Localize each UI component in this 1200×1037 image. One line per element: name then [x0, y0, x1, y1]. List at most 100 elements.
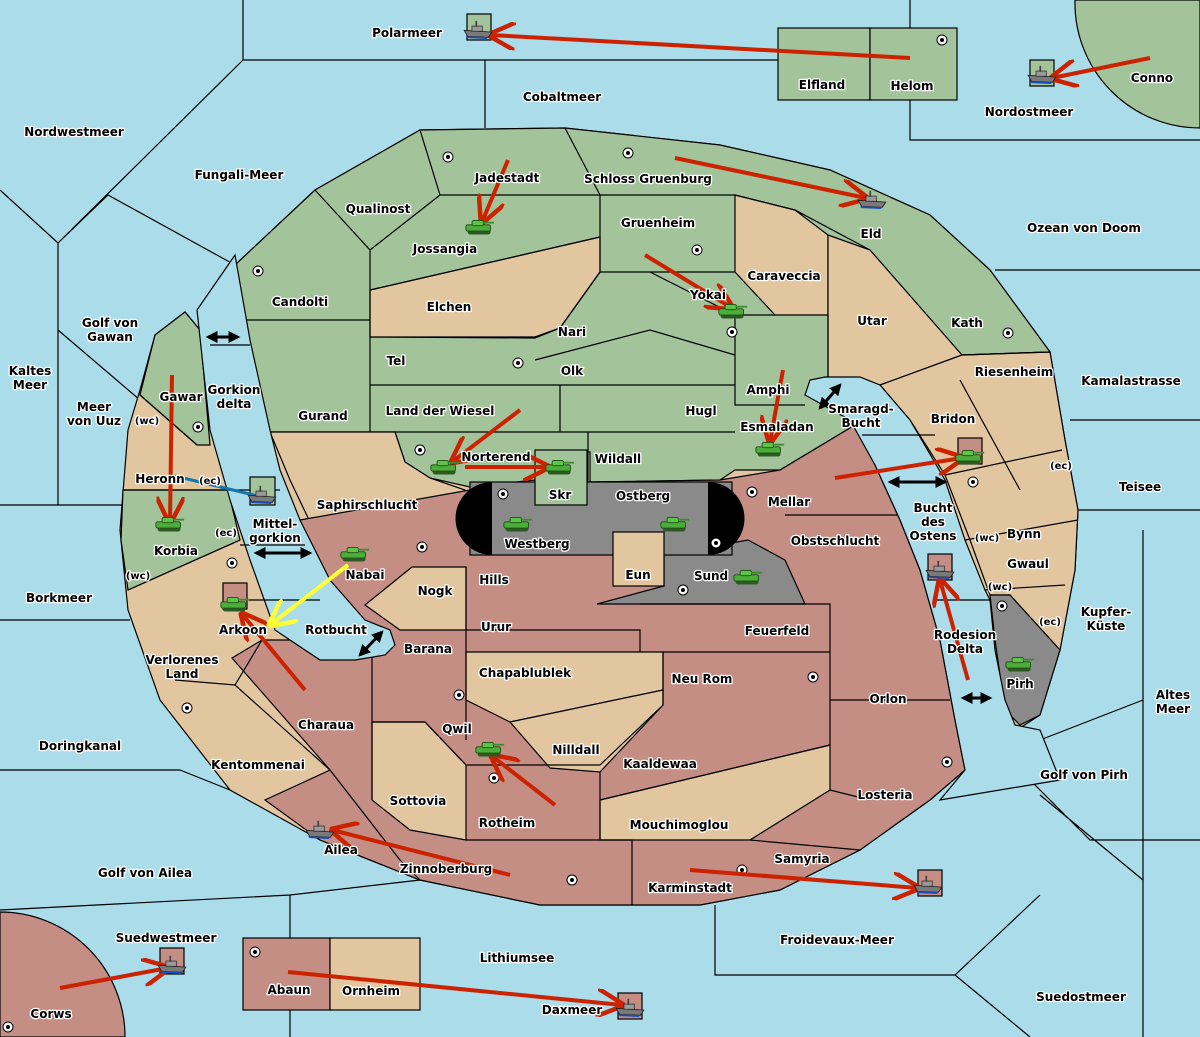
- order-arrow-move: [834, 458, 962, 480]
- arena-end-west: [455, 482, 492, 555]
- region-helom[interactable]: [869, 27, 958, 101]
- order-arrow-move: [242, 614, 307, 692]
- region-label-polarmeer: Polarmeer: [372, 26, 442, 40]
- region-label-ornheim: Ornheim: [342, 984, 400, 998]
- region-elfland[interactable]: [777, 27, 871, 101]
- region-ornheim[interactable]: [329, 937, 421, 1011]
- region-label-corws: Corws: [30, 1007, 71, 1021]
- region-label-saphir: Saphirschlucht: [317, 498, 418, 512]
- region-label-chapablublek: Chapablublek: [479, 666, 572, 680]
- region-label-line: Kaltes: [9, 364, 52, 378]
- region-label-line: Delta: [947, 642, 983, 656]
- region-label-losteria: Losteria: [857, 788, 912, 802]
- supply-center-icon: [677, 584, 689, 596]
- region-label-orlon: Orlon: [869, 692, 906, 706]
- region-label-kaaldewaa: Kaaldewaa: [623, 757, 697, 771]
- supply-center-icon: [181, 702, 193, 714]
- region-label-sund: Sund: [694, 569, 728, 583]
- region-gorkion-channel[interactable]: [196, 253, 396, 661]
- region-label-heronn: Heronn: [135, 472, 184, 486]
- region-label-gurand: Gurand: [298, 409, 348, 423]
- order-arrow-move: [674, 156, 866, 198]
- region-label-nordostmeer: Nordostmeer: [985, 105, 1074, 119]
- supply-center-icon: [807, 671, 819, 683]
- region-label-line: Gorkion: [208, 383, 261, 397]
- region-label-mittelgorkion: Mittel-gorkion: [249, 517, 301, 545]
- region-label-sottovia: Sottovia: [390, 794, 447, 808]
- double-arrow-icon: [358, 630, 384, 657]
- region-label-neurom: Neu Rom: [672, 672, 733, 686]
- region-label-suedwestmeer: Suedwestmeer: [116, 931, 217, 945]
- land-borders: [123, 127, 1079, 905]
- region-label-land_wiesel: Land der Wiesel: [386, 404, 495, 418]
- coast-label: (wc): [135, 416, 159, 427]
- region-label-riesenheim: Riesenheim: [975, 365, 1054, 379]
- region-label-doringkanal: Doringkanal: [39, 739, 121, 753]
- region-label-line: Meer: [13, 378, 47, 392]
- supply-center-icon: [249, 946, 261, 958]
- region-label-tel: Tel: [387, 354, 406, 368]
- region-label-line: gorkion: [249, 531, 301, 545]
- order-arrow-move: [490, 35, 911, 60]
- region-label-rotbucht: Rotbucht: [305, 623, 367, 637]
- region-label-abaun: Abaun: [267, 983, 310, 997]
- region-label-line: Meer: [77, 400, 111, 414]
- order-arrow-move: [492, 756, 557, 807]
- region-corws[interactable]: [0, 911, 126, 1037]
- region-label-hugl: Hugl: [685, 404, 716, 418]
- order-arrow-convoy: [174, 474, 263, 499]
- supply-center-icon: [936, 34, 948, 46]
- region-label-line: Smaragd-: [828, 402, 893, 416]
- region-label-esmaladan: Esmaladan: [740, 420, 813, 434]
- arena-end-east: [708, 482, 745, 555]
- region-label-suedostmeer: Suedostmeer: [1036, 990, 1126, 1004]
- region-label-norterend: Norterend: [461, 450, 530, 464]
- coast-label: (wc): [126, 571, 150, 582]
- region-label-line: Ostens: [910, 529, 957, 543]
- region-label-mellar: Mellar: [768, 495, 810, 509]
- supply-center-icon: [442, 151, 454, 163]
- region-label-line: Bucht: [913, 501, 952, 515]
- region-label-daxmeer: Daxmeer: [542, 1003, 603, 1017]
- region-label-elchen: Elchen: [427, 300, 472, 314]
- region-conno[interactable]: [1074, 0, 1200, 129]
- region-label-nilldall: Nilldall: [552, 743, 599, 757]
- region-label-line: Rodesion: [934, 628, 996, 642]
- region-label-zinnoberburg: Zinnoberburg: [400, 862, 492, 876]
- region-label-line: delta: [217, 397, 252, 411]
- coast-label: (ec): [1050, 461, 1072, 472]
- region-label-teisee: Teisee: [1119, 480, 1161, 494]
- coast-label: (wc): [988, 582, 1012, 593]
- region-label-borkmeer: Borkmeer: [26, 591, 92, 605]
- region-label-golf_pirh: Golf von Pirh: [1040, 768, 1128, 782]
- region-label-ozean: Ozean von Doom: [1027, 221, 1141, 235]
- region-label-korbia: Korbia: [154, 544, 198, 558]
- region-label-cobaltmeer: Cobaltmeer: [523, 90, 601, 104]
- region-label-gruenheim: Gruenheim: [621, 216, 695, 230]
- supply-center-icon: [416, 541, 428, 553]
- region-label-line: Küste: [1087, 619, 1126, 633]
- region-label-kupfer: Kupfer-Küste: [1081, 605, 1131, 633]
- coast-label: (ec): [199, 476, 221, 487]
- region-nilldall[interactable]: [508, 689, 664, 773]
- order-arrow-move: [452, 408, 522, 462]
- order-arrow-move: [287, 970, 622, 1005]
- region-label-schloss: Schloss Gruenburg: [584, 172, 712, 186]
- region-label-amphi: Amphi: [746, 383, 789, 397]
- coast-label: (ec): [1039, 617, 1061, 628]
- coast-label: (wc): [975, 533, 999, 544]
- orders-layer: [59, 35, 1151, 1005]
- order-arrow-move: [482, 159, 510, 222]
- region-eun[interactable]: [612, 531, 665, 587]
- region-label-froidevaux: Froidevaux-Meer: [780, 933, 894, 947]
- region-label-smaragd: Smaragd-Bucht: [828, 402, 893, 430]
- region-label-candolti: Candolti: [272, 295, 328, 309]
- order-arrow-move: [940, 580, 970, 681]
- supply-center-icon: [252, 265, 264, 277]
- region-label-caraveccia: Caraveccia: [747, 269, 820, 283]
- region-label-nogk: Nogk: [418, 584, 454, 598]
